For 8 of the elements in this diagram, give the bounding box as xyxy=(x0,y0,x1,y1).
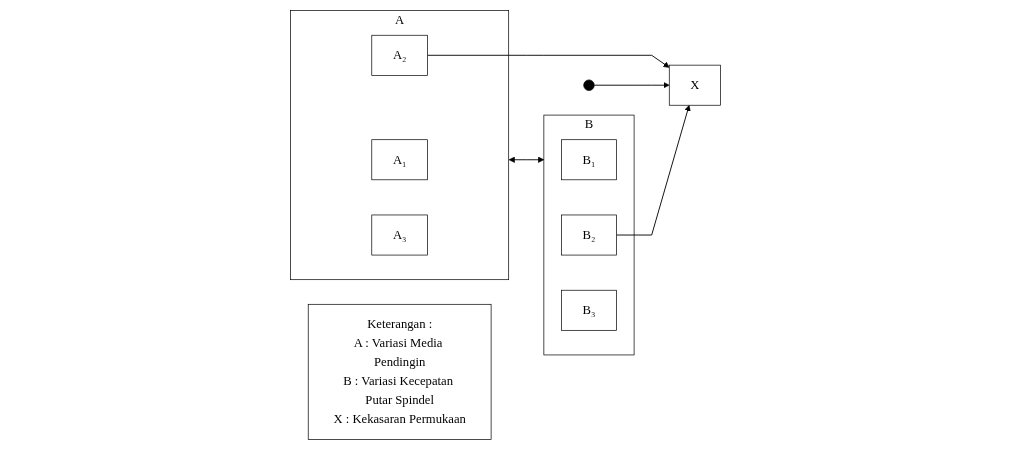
node-box: Keterangan : A : Variasi Media Pendingin B : Variasi Kecepatan Putar Spindel X : Kekasaran Permukaan xyxy=(307,303,492,440)
node-box: B₁ xyxy=(560,139,617,181)
node-box: A₁ xyxy=(371,139,428,181)
node-box: B₃ xyxy=(560,289,617,331)
node-box: A₃ xyxy=(371,214,428,256)
node-box: A₂ xyxy=(371,34,428,76)
node-box: X xyxy=(668,64,721,106)
node-box: B₂ xyxy=(560,214,617,256)
